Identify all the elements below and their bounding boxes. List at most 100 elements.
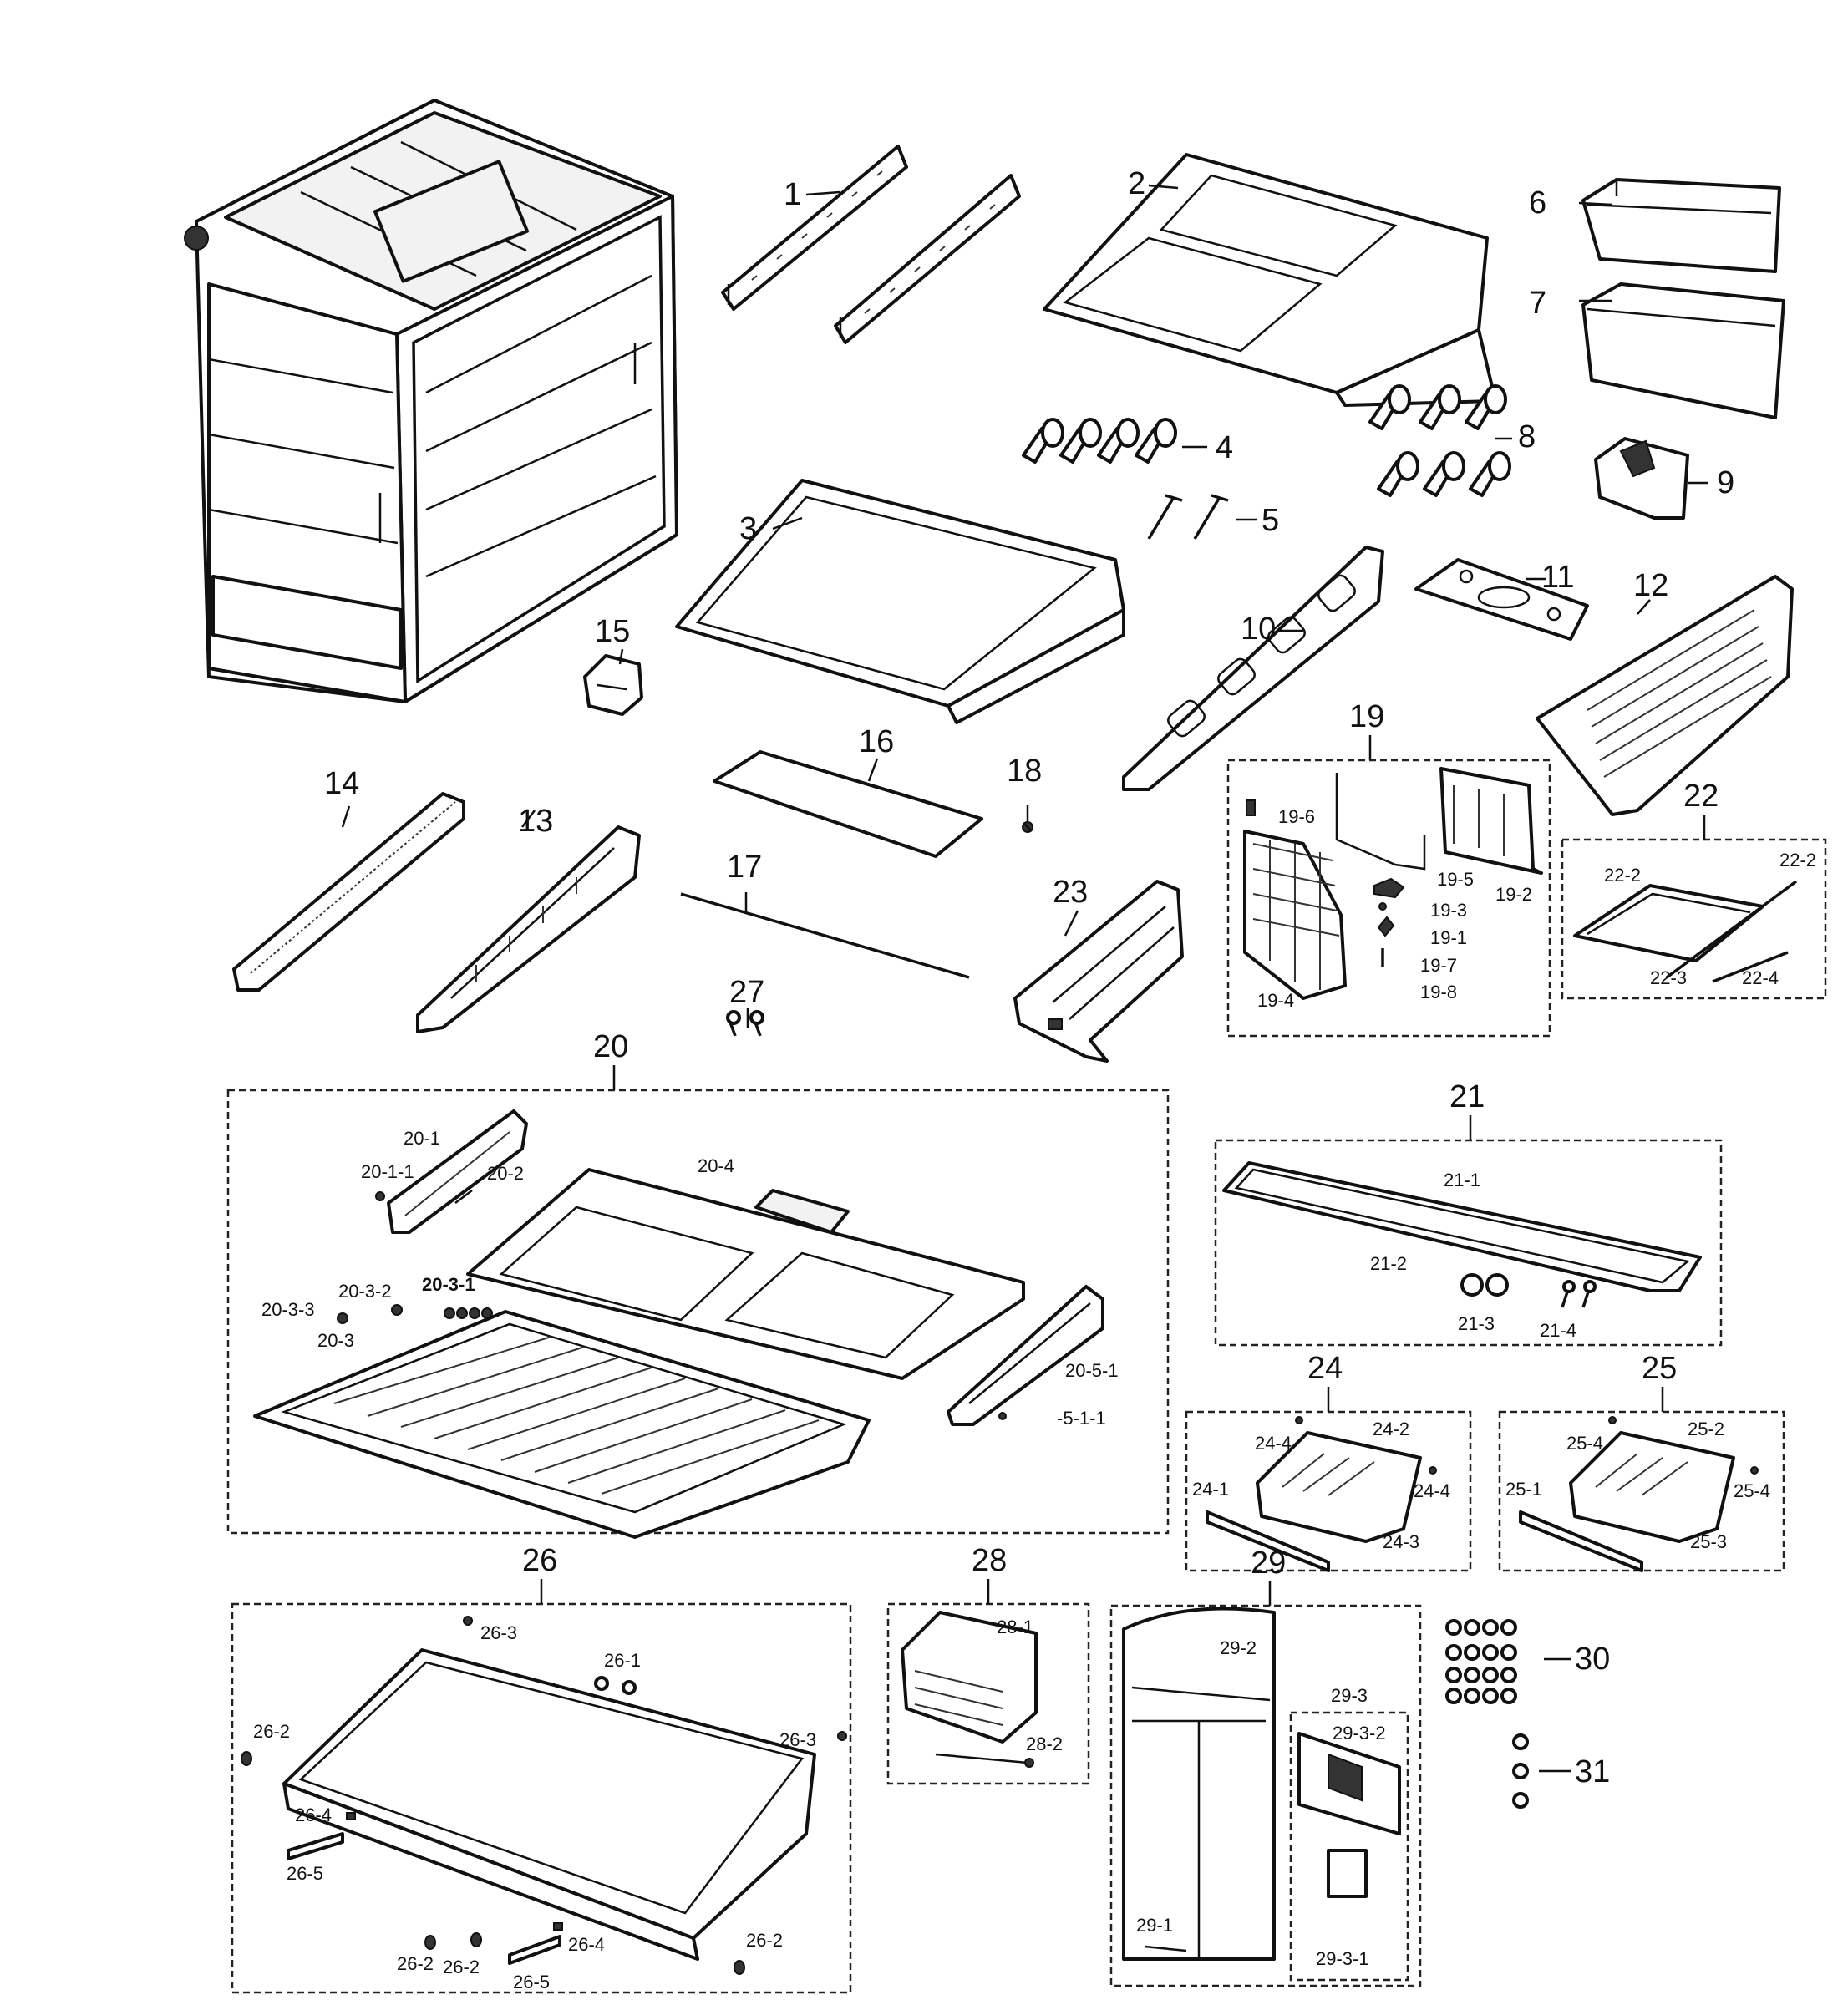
label-26-2-left: 26-2 (253, 1721, 290, 1742)
label-22: 22 (1683, 779, 1719, 814)
label-29: 29 (1251, 1546, 1286, 1581)
part-30-screws (1445, 1619, 1517, 1704)
label-24-1: 24-1 (1192, 1479, 1229, 1500)
part-27-screws (726, 1010, 764, 1037)
label-26-3-right: 26-3 (779, 1729, 816, 1750)
label-20-3-3: 20-3-3 (261, 1299, 315, 1320)
label-20-2: 20-2 (487, 1163, 524, 1184)
label-22-2-left: 22-2 (1604, 865, 1641, 886)
part-31-screws (1512, 1733, 1529, 1809)
label-25-2: 25-2 (1688, 1419, 1724, 1439)
label-24-2: 24-2 (1373, 1419, 1409, 1439)
label-22-2-right: 22-2 (1779, 850, 1816, 871)
label-1: 1 (784, 177, 801, 212)
cabinet-drawing (184, 99, 678, 703)
label-25-4-right: 25-4 (1734, 1480, 1770, 1501)
part-4-pegs (1022, 418, 1207, 464)
label-26-3-top: 26-3 (480, 1622, 517, 1643)
label-2: 2 (1128, 166, 1145, 201)
label-26-4-left: 26-4 (295, 1804, 332, 1825)
label-20-3: 20-3 (317, 1330, 354, 1351)
label-26-4-right: 26-4 (568, 1934, 605, 1955)
label-24: 24 (1307, 1351, 1343, 1386)
label-21-1: 21-1 (1444, 1170, 1480, 1190)
part-9-latch (1594, 437, 1708, 520)
part-15-clip (583, 654, 643, 716)
label-20: 20 (593, 1029, 628, 1064)
part-23-assembly (1013, 880, 1184, 1063)
label-28-1: 28-1 (997, 1617, 1033, 1637)
group-26 (231, 1579, 852, 1994)
group-24 (1185, 1387, 1472, 1572)
label-21-3: 21-3 (1458, 1313, 1495, 1334)
part-16-cover (713, 750, 983, 858)
part-13-rail (416, 825, 641, 1033)
part-18-screw (1022, 821, 1033, 833)
label-6: 6 (1529, 185, 1546, 221)
label-5: 5 (1262, 503, 1279, 538)
label-27: 27 (729, 975, 764, 1010)
label-20-1-1: 20-1-1 (361, 1161, 414, 1182)
label-4: 4 (1216, 430, 1233, 465)
part-17-strip (680, 892, 970, 979)
label-14: 14 (324, 766, 359, 801)
label-25-3: 25-3 (1690, 1531, 1727, 1552)
label-9: 9 (1717, 465, 1734, 500)
label-11: 11 (1541, 560, 1574, 595)
label-19-5: 19-5 (1437, 869, 1474, 890)
group-28 (886, 1579, 1090, 1785)
part-6-bin (1581, 178, 1781, 273)
label-17: 17 (727, 850, 762, 885)
label-20-3-2: 20-3-2 (338, 1281, 392, 1302)
label-19-3: 19-3 (1430, 900, 1467, 921)
label-25-1: 25-1 (1505, 1479, 1542, 1500)
group-22 (1561, 815, 1827, 1000)
part-11-cover (1414, 558, 1589, 641)
label-26-5-right: 26-5 (513, 1972, 550, 1992)
label-19-2: 19-2 (1495, 884, 1532, 905)
label-26-5-left: 26-5 (287, 1863, 323, 1884)
label-24-4-right: 24-4 (1414, 1480, 1450, 1501)
label-19: 19 (1349, 699, 1384, 734)
label-16: 16 (859, 724, 894, 759)
label-25-4-left: 25-4 (1566, 1433, 1603, 1454)
part-12-panel (1536, 575, 1794, 816)
label-20-3-1: 20-3-1 (422, 1274, 475, 1295)
label-5-1-1: -5-1-1 (1057, 1408, 1106, 1429)
label-28-2: 28-2 (1026, 1733, 1063, 1754)
label-29-1: 29-1 (1136, 1915, 1173, 1936)
group-21 (1214, 1115, 1723, 1347)
part-14-rail (232, 792, 465, 992)
label-20-4: 20-4 (698, 1155, 734, 1176)
group-25 (1498, 1387, 1785, 1572)
label-22-3: 22-3 (1650, 967, 1687, 988)
label-19-7: 19-7 (1420, 955, 1457, 976)
label-28: 28 (972, 1543, 1007, 1578)
part-1-rails (721, 145, 1021, 344)
label-19-6: 19-6 (1278, 806, 1315, 827)
label-26-2-right: 26-2 (746, 1930, 783, 1951)
label-10: 10 (1241, 612, 1276, 647)
sub-labels: 19-6 19-5 19-3 19-1 19-7 19-8 19-4 19-2 … (253, 806, 1816, 1992)
label-29-3: 29-3 (1331, 1685, 1368, 1706)
part-8-pegs (1368, 384, 1512, 497)
group-20 (226, 1065, 1170, 1539)
label-22-4: 22-4 (1742, 967, 1779, 988)
label-15: 15 (595, 614, 630, 649)
label-7: 7 (1529, 286, 1546, 321)
part-7-bin (1581, 282, 1785, 419)
main-labels: 1 2 3 4 5 6 7 8 9 10 11 12 13 14 15 16 1… (324, 166, 1734, 1789)
label-29-3-2: 29-3-2 (1333, 1723, 1386, 1744)
part-2-shelf (1043, 153, 1497, 407)
label-29-3-1: 29-3-1 (1316, 1948, 1369, 1969)
group-29 (1109, 1581, 1422, 1987)
label-29-2: 29-2 (1220, 1637, 1257, 1658)
leader-lines (341, 184, 1651, 1028)
label-18: 18 (1007, 754, 1042, 789)
label-21-2: 21-2 (1370, 1253, 1407, 1274)
label-26-2-mid1: 26-2 (397, 1953, 434, 1974)
label-19-1: 19-1 (1430, 927, 1467, 948)
label-30: 30 (1575, 1642, 1610, 1677)
label-20-5-1: 20-5-1 (1065, 1360, 1119, 1381)
